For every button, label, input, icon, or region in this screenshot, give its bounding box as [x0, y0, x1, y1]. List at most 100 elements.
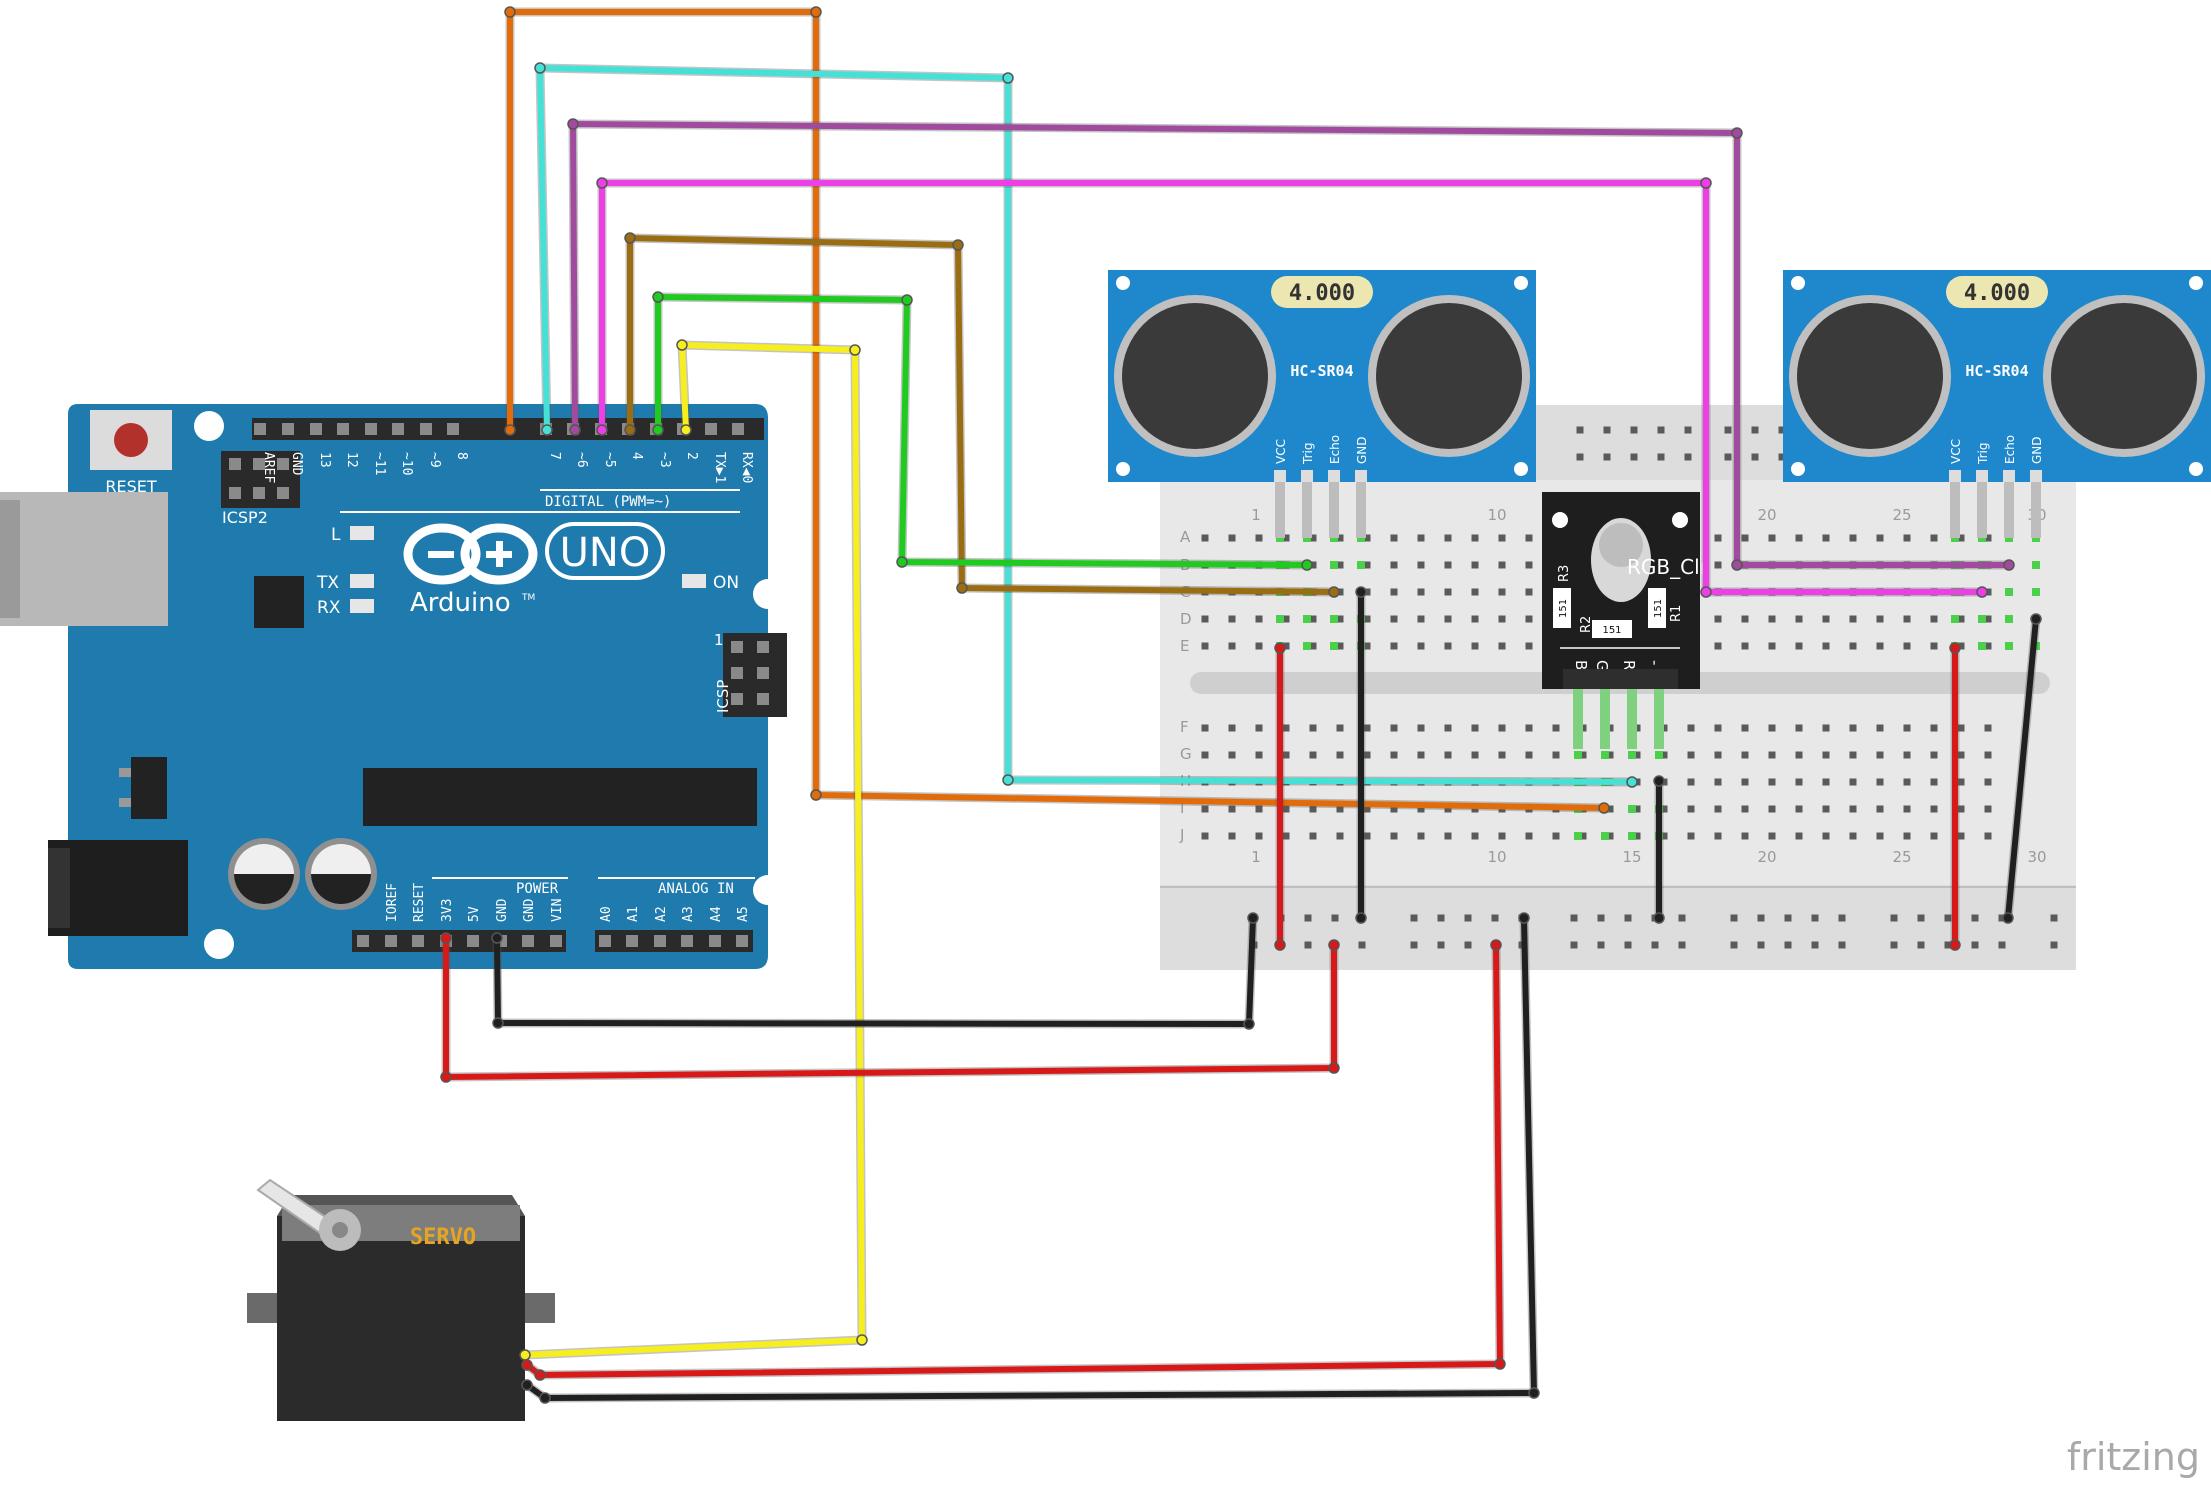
wire-bend[interactable] [569, 424, 581, 436]
wire-bend[interactable] [1243, 1018, 1255, 1030]
wire-bend[interactable] [856, 1334, 868, 1346]
digital-pin-label: 4 [629, 452, 644, 460]
breadboard-hole [1201, 751, 1209, 759]
wire-bend[interactable] [652, 424, 664, 436]
wire-bend[interactable] [1700, 586, 1712, 598]
wire-bend[interactable] [1653, 775, 1665, 787]
breadboard-rail-hole [1331, 914, 1339, 922]
header-pin[interactable] [681, 935, 693, 947]
breadboard-rail-hole [1724, 453, 1732, 461]
breadboard-hole [1930, 832, 1938, 840]
header-pin[interactable] [385, 935, 397, 947]
wire-bend[interactable] [1598, 802, 1610, 814]
header-pin[interactable] [709, 935, 721, 947]
wire-bend[interactable] [1301, 559, 1313, 571]
header-pin[interactable] [337, 423, 349, 435]
wire-bend[interactable] [539, 1392, 551, 1404]
wire-bend[interactable] [534, 62, 546, 74]
wire-bend[interactable] [652, 291, 664, 303]
header-pin[interactable] [550, 935, 562, 947]
wire-bend[interactable] [1328, 586, 1340, 598]
breadboard-hole-connected [1978, 615, 1986, 623]
header-pin[interactable] [357, 935, 369, 947]
header-pin[interactable] [522, 935, 534, 947]
wire-bend[interactable] [901, 294, 913, 306]
wire-bend[interactable] [624, 232, 636, 244]
wire-bend[interactable] [596, 424, 608, 436]
header-pin[interactable] [447, 423, 459, 435]
header-pin[interactable] [467, 935, 479, 947]
breadboard-hole [1390, 805, 1398, 813]
wire-bend[interactable] [1626, 776, 1638, 788]
wire-bend[interactable] [521, 1359, 533, 1371]
wire-bend[interactable] [534, 1369, 546, 1381]
wire-bend[interactable] [1494, 1358, 1506, 1370]
led-tx-label: TX [316, 573, 339, 593]
wire-bend[interactable] [1355, 912, 1367, 924]
wire-bend[interactable] [1949, 939, 1961, 951]
wire-bend[interactable] [676, 339, 688, 351]
wire-bend[interactable] [956, 582, 968, 594]
header-pin[interactable] [736, 935, 748, 947]
wire-bend[interactable] [2003, 559, 2015, 571]
breadboard-hole [1201, 642, 1209, 650]
wire-bend[interactable] [1731, 559, 1743, 571]
wire-bend[interactable] [1490, 939, 1502, 951]
reset-button-cap[interactable] [114, 423, 148, 457]
wire-bend[interactable] [440, 1071, 452, 1083]
wire-bend[interactable] [521, 1379, 533, 1391]
wire-bend[interactable] [1528, 1387, 1540, 1399]
wire-bend[interactable] [624, 424, 636, 436]
header-pin[interactable] [412, 935, 424, 947]
wire-red-servo [521, 939, 1506, 1381]
resistor-r2-label: R2 [1579, 616, 1594, 633]
wire-bend[interactable] [849, 344, 861, 356]
header-pin[interactable] [365, 423, 377, 435]
uno-badge [545, 522, 665, 580]
wire-bend[interactable] [567, 118, 579, 130]
header-pin[interactable] [254, 423, 266, 435]
wire-bend[interactable] [492, 1017, 504, 1029]
header-pin[interactable] [310, 423, 322, 435]
header-pin[interactable] [282, 423, 294, 435]
wire-bend[interactable] [519, 1349, 531, 1361]
wire-bend[interactable] [1976, 586, 1988, 598]
header-pin[interactable] [654, 935, 666, 947]
wire-bend[interactable] [810, 6, 822, 18]
wire-bend[interactable] [1731, 127, 1743, 139]
wire-bend[interactable] [2030, 613, 2042, 625]
wire-bend[interactable] [491, 932, 503, 944]
wire-bend[interactable] [596, 177, 608, 189]
header-pin[interactable] [392, 423, 404, 435]
wire-bend[interactable] [952, 239, 964, 251]
wire-bend[interactable] [1002, 72, 1014, 84]
wire-bend[interactable] [1274, 642, 1286, 654]
breadboard-hole [1390, 642, 1398, 650]
wire-bend[interactable] [440, 932, 452, 944]
wire-bend[interactable] [504, 424, 516, 436]
wire-bend[interactable] [896, 556, 908, 568]
wire-bend[interactable] [1328, 1062, 1340, 1074]
wire-bend[interactable] [1700, 177, 1712, 189]
wire-bend[interactable] [1247, 912, 1259, 924]
wire-bend[interactable] [541, 424, 553, 436]
breadboard-hole [1876, 751, 1884, 759]
wire-bend[interactable] [2002, 912, 2014, 924]
header-pin[interactable] [420, 423, 432, 435]
header-pin[interactable] [599, 935, 611, 947]
wire-bend[interactable] [810, 789, 822, 801]
wire-bend[interactable] [504, 6, 516, 18]
wire-bend[interactable] [1355, 586, 1367, 598]
wire-bend[interactable] [1328, 939, 1340, 951]
header-pin[interactable] [626, 935, 638, 947]
wire-bend[interactable] [1274, 939, 1286, 951]
wire-bend[interactable] [680, 424, 692, 436]
wire-bend[interactable] [1518, 912, 1530, 924]
wire-bend[interactable] [1949, 642, 1961, 654]
breadboard-hole [1498, 561, 1506, 569]
analog-header [595, 930, 753, 952]
wire-bend[interactable] [1002, 774, 1014, 786]
header-pin[interactable] [705, 423, 717, 435]
header-pin[interactable] [732, 423, 744, 435]
wire-bend[interactable] [1653, 912, 1665, 924]
